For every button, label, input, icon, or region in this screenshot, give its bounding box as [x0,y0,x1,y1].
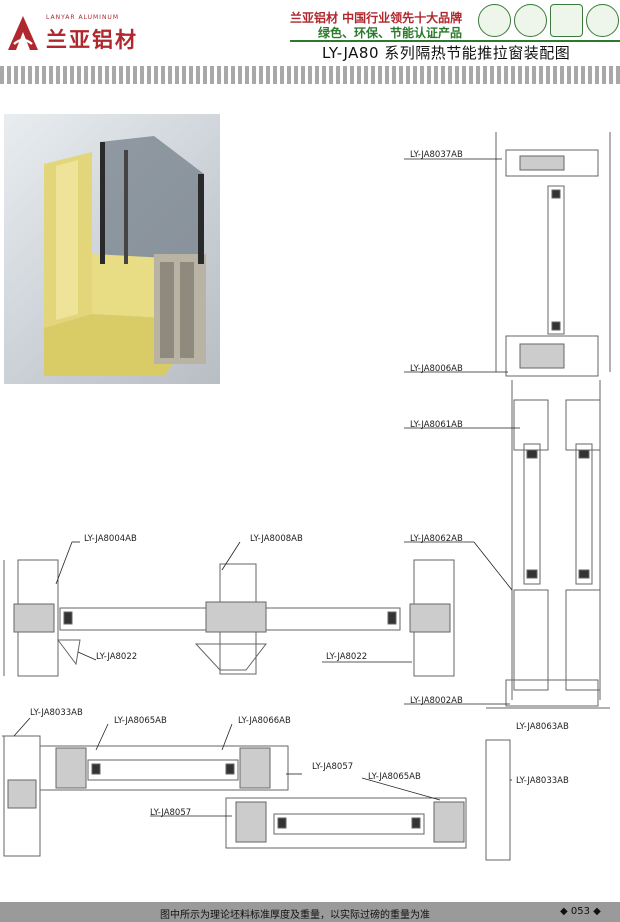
part-label: LY-JA8062AB [410,534,463,544]
slogan-line-2: 绿色、环保、节能认证产品 [318,26,463,40]
part-label: LY-JA8037AB [410,150,463,160]
assembly-drawing [2,132,611,861]
part-label: LY-JA8002AB [410,696,463,706]
vertical-section-drawing [486,132,611,709]
horizontal-section-drawing [3,559,455,677]
slogan-line-1: 兰亚铝材 中国行业领先十大品牌 [290,11,463,25]
part-label: LY-JA8008AB [250,534,303,544]
part-label: LY-JA8022 [326,652,368,662]
part-label: LY-JA8063AB [516,722,569,732]
brand-logo-icon [8,16,38,50]
part-label: LY-JA8057 [150,808,192,818]
part-label: LY-JA8065AB [114,716,167,726]
part-label: LY-JA8065AB [368,772,421,782]
page-number: ◆ 053 ◆ [560,906,601,917]
part-label: LY-JA8033AB [516,776,569,786]
part-label: LY-JA8061AB [410,420,463,430]
part-label: LY-JA8057 [312,762,354,772]
footer-bar [0,902,620,922]
brand-english-name: LANYAR ALUMINUM [46,14,119,21]
certification-badge-icon [514,4,547,37]
certification-badge-icon [550,4,583,37]
part-label: LY-JA8022 [96,652,138,662]
part-label: LY-JA8066AB [238,716,291,726]
footer-note: 图中所示为理论坯料标准厚度及重量，以实际过磅的重量为准 [160,910,430,921]
decorative-stripe-bar [0,66,620,84]
part-label: LY-JA8006AB [410,364,463,374]
certification-badge-icon [586,4,619,37]
part-label: LY-JA8033AB [30,708,83,718]
brand-chinese-name: 兰亚铝材 [46,27,138,52]
page-title: LY-JA80 系列隔热节能推拉窗装配图 [322,44,571,62]
part-label: LY-JA8004AB [84,534,137,544]
certification-badge-icon [478,4,511,37]
window-corner-product-photo [4,114,220,384]
header-divider [290,40,620,42]
bottom-section-drawing [2,735,511,861]
